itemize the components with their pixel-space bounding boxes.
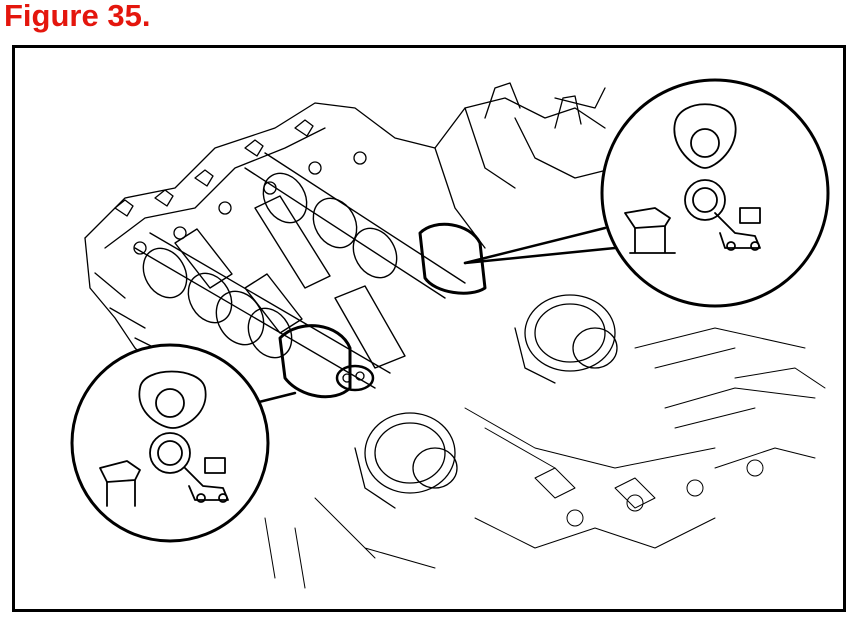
engine-block-detail [264, 327, 826, 589]
cam-sprocket-right [514, 294, 618, 384]
cam-sprocket-lower [335, 364, 458, 509]
cylinder-head-outline [84, 82, 616, 429]
callout-lower-left [70, 343, 297, 543]
diagram-frame [12, 45, 846, 612]
callout-upper-right [463, 78, 830, 308]
figure-title: Figure 35. [4, 0, 151, 33]
engine-diagram [70, 78, 830, 589]
cam-lobe-highlight [278, 222, 487, 399]
camshaft-center [244, 152, 466, 369]
